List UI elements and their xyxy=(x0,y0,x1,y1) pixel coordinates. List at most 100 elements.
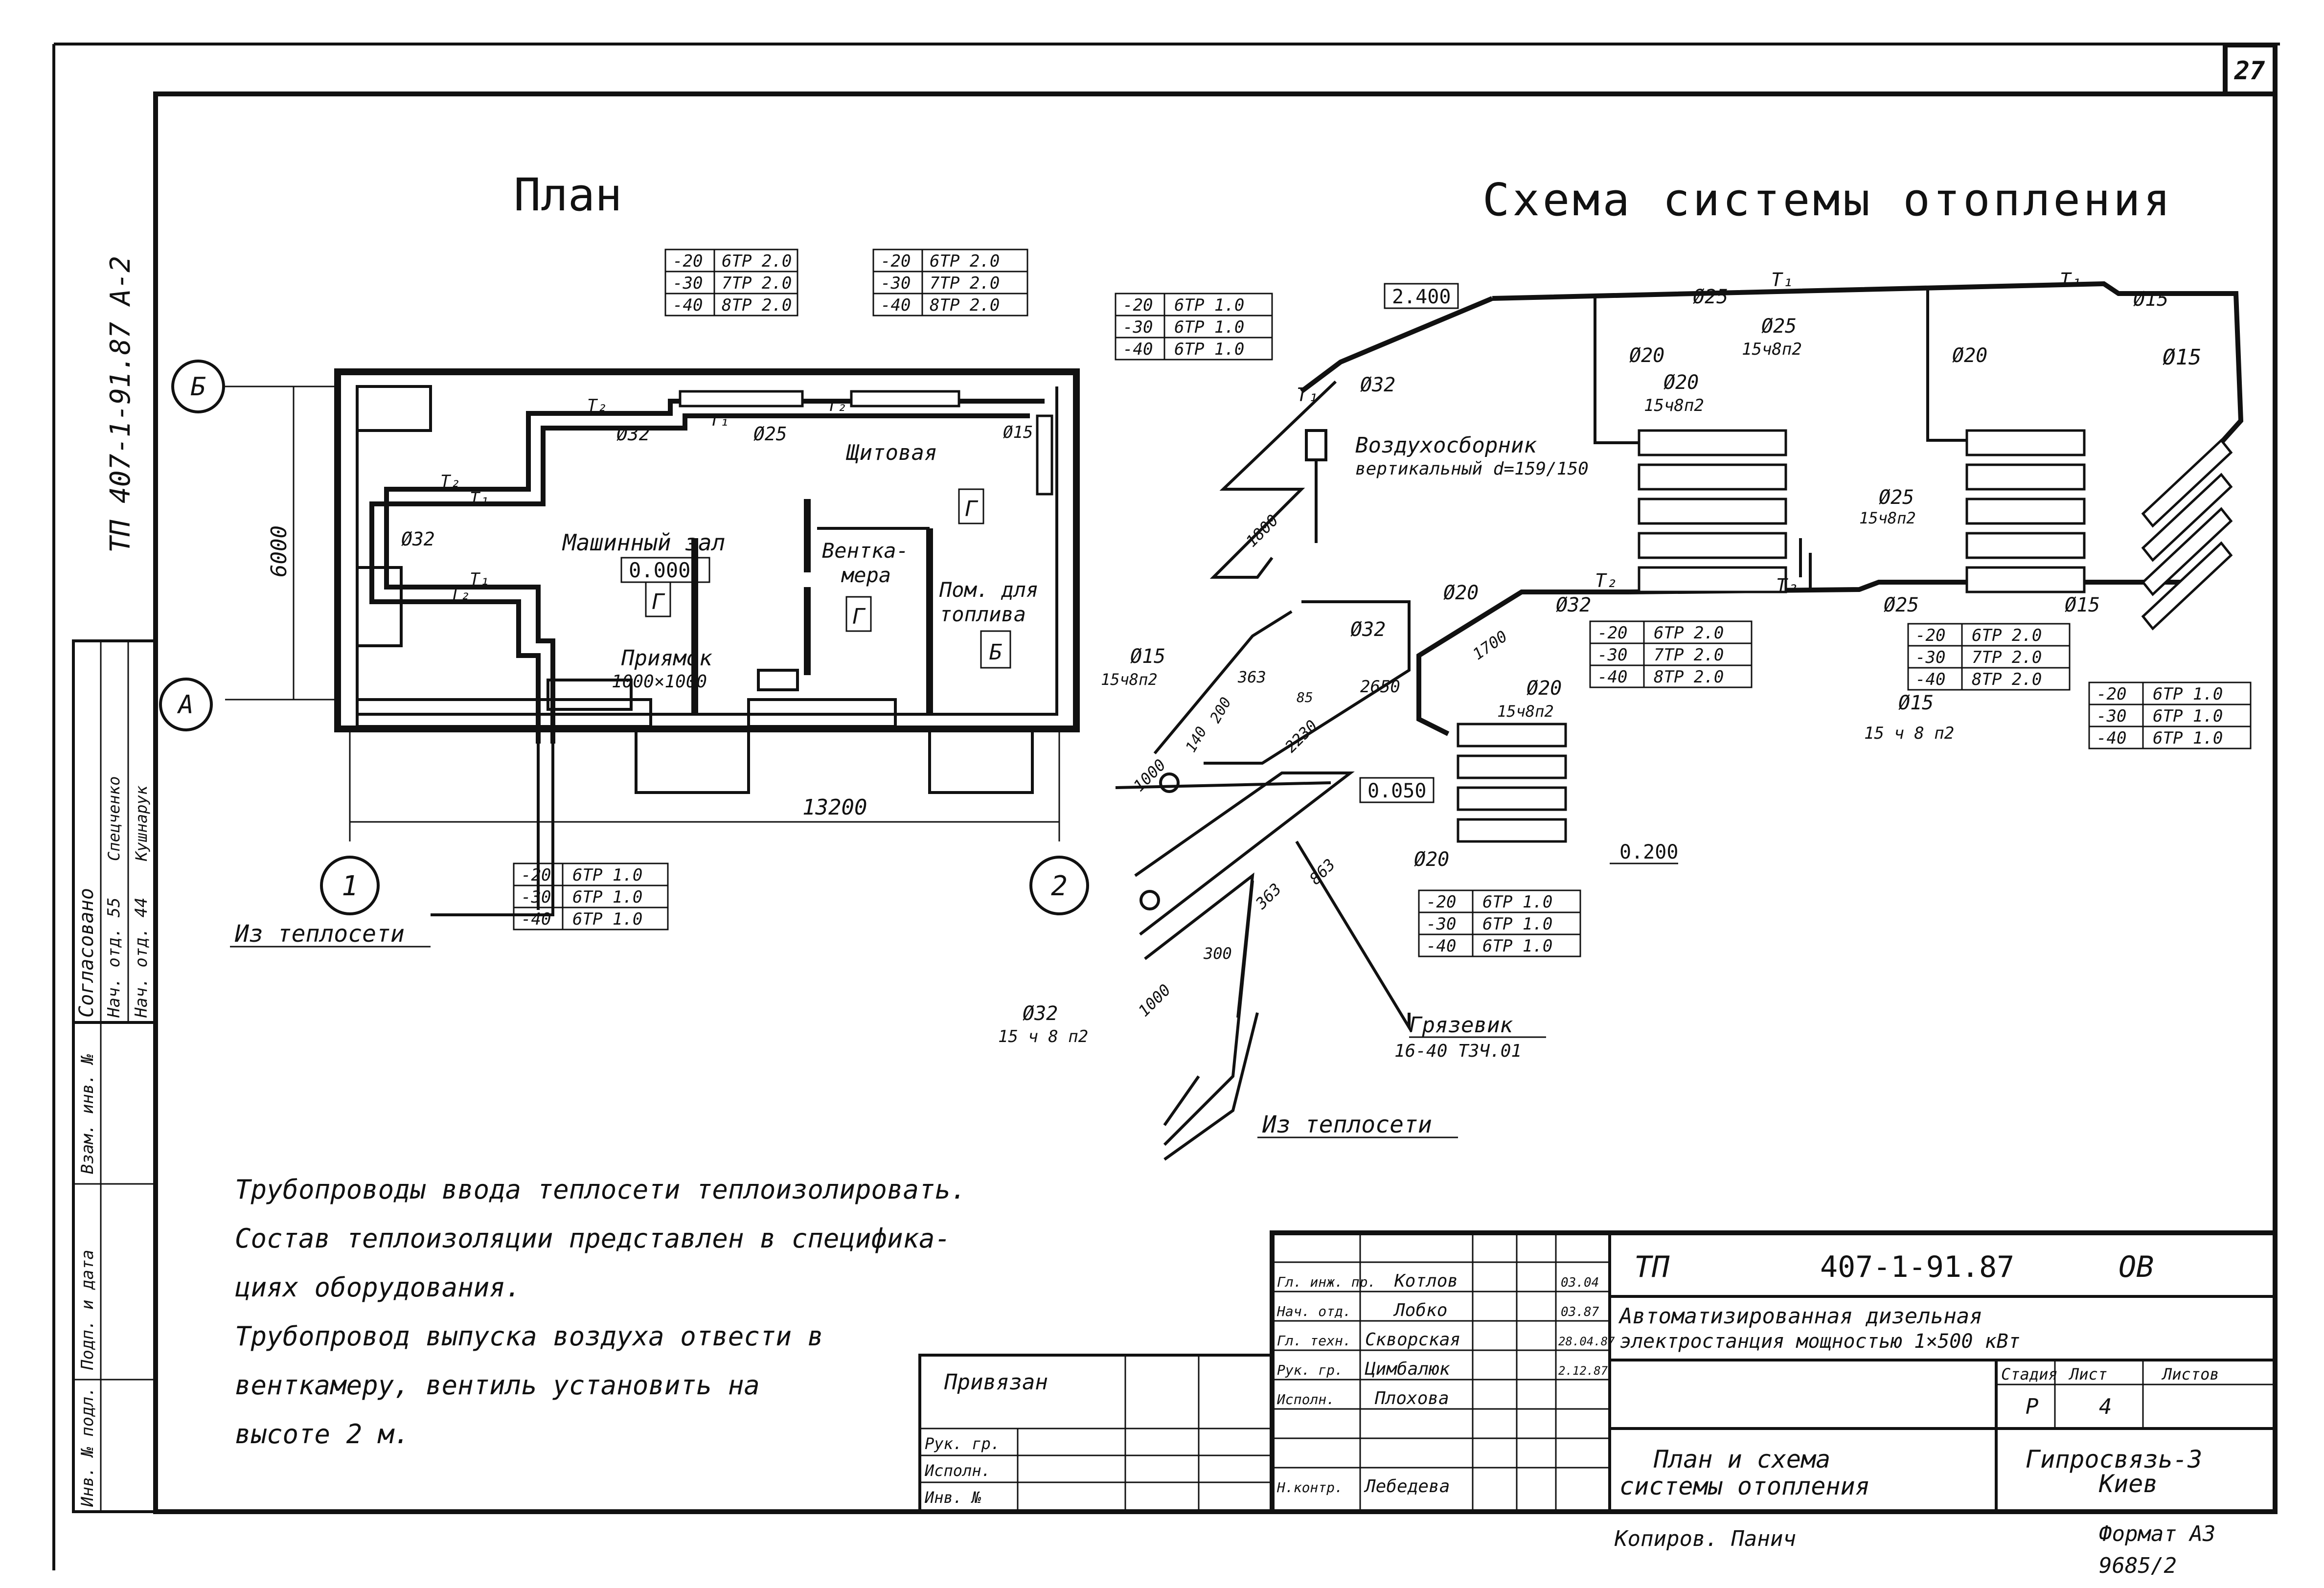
scheme-d20-e: Ø20 xyxy=(1527,677,1562,700)
plan-t3-r2-c1: -30 xyxy=(521,887,551,907)
scheme-s2-r3-c1: -40 xyxy=(1597,667,1627,687)
plan-label-t2-top: Т₂ xyxy=(587,396,607,415)
plan-d15-top: Ø15 xyxy=(1003,423,1033,442)
tb-role-3: Гл. техн. xyxy=(1277,1333,1351,1349)
scheme-t1-c: Т₁ xyxy=(1297,384,1319,406)
tb-code: ТП xyxy=(1634,1250,1670,1284)
tb-project-1: Автоматизированная дизельная xyxy=(1618,1304,1982,1329)
scheme-radiator-3 xyxy=(2141,438,2233,631)
tb-sheet-title-2: системы отопления xyxy=(1619,1472,1870,1500)
note-line-4: Трубопровод выпуска воздуха отвести в xyxy=(235,1321,823,1352)
plan-t2-r2-c1: -30 xyxy=(881,273,911,293)
scheme-dim-363a: 363 xyxy=(1237,668,1266,686)
tb-copied: Копиров. Панич xyxy=(1614,1526,1796,1551)
title-block xyxy=(918,1230,2278,1514)
plan-t3-r1-c2: 6ТР 1.0 xyxy=(572,865,642,885)
tb-date-1: 03.04 xyxy=(1561,1275,1599,1290)
tb-role-5: Исполн. xyxy=(1276,1391,1335,1407)
scheme-s5-r1-c1: -20 xyxy=(1426,892,1456,912)
note-line-1: Трубопроводы ввода теплосети теплоизолир… xyxy=(235,1174,967,1205)
plan-t2-r1-c2: 6ТР 2.0 xyxy=(930,251,1000,271)
plan-t1-r2-c1: -30 xyxy=(673,273,703,293)
scheme-valve-b: 15ч8п2 xyxy=(1644,396,1704,415)
plan-table-t3 xyxy=(513,862,669,930)
approval-agreed: Согласовано xyxy=(75,888,98,1018)
scheme-s4-r3-c2: 6ТР 1.0 xyxy=(2153,728,2223,748)
tb-name-5: Плохова xyxy=(1374,1388,1449,1408)
plan-t2-r2-c2: 7ТР 2.0 xyxy=(930,273,1000,293)
scheme-dim-1800: 1800 xyxy=(1242,511,1282,550)
scheme-d20-b: Ø20 xyxy=(1663,371,1699,394)
tb-role-4: Рук. гр. xyxy=(1277,1362,1343,1378)
note-line-3: циях оборудования. xyxy=(235,1272,521,1303)
plan-label-t1-top: Т₁ xyxy=(709,410,729,430)
scheme-d15-c: Ø15 xyxy=(2065,594,2100,616)
side-code: ТП 407-1-91.87 А-2 xyxy=(105,256,137,553)
axis-bubble-2 xyxy=(1029,856,1089,915)
tb-format: Формат А3 xyxy=(2099,1521,2215,1546)
plan-table-t1 xyxy=(664,249,798,317)
scheme-table-s5 xyxy=(1418,889,1581,957)
plan-room-fuel-1: Пом. для xyxy=(939,578,1038,602)
tb-stage-label: Стадия xyxy=(2001,1365,2058,1384)
tb-name-3: Скворская xyxy=(1365,1330,1460,1350)
scheme-drawing xyxy=(1115,281,2244,1161)
plan-dim-width: 13200 xyxy=(802,795,867,820)
scheme-d15-b: Ø15 xyxy=(2163,345,2201,370)
scheme-d25-a: Ø25 xyxy=(1693,286,1728,308)
scheme-s1-r1-c1: -20 xyxy=(1123,295,1153,315)
scheme-t1-b: Т₁ xyxy=(2060,269,2082,291)
plan-t1-r1-c2: 6ТР 2.0 xyxy=(722,251,792,271)
scheme-level-0050: 0.050 xyxy=(1367,780,1426,802)
tb-name-1: Котлов xyxy=(1394,1271,1458,1291)
scheme-s2-r1-c1: -20 xyxy=(1597,623,1627,643)
plan-mark-g-1: Г xyxy=(652,590,665,614)
axis-label-1: 1 xyxy=(342,870,358,902)
tb-date-3: 28.04.87 xyxy=(1558,1335,1615,1348)
tb-date-2: 03.87 xyxy=(1561,1305,1599,1319)
pressure-gauge-icon xyxy=(1159,772,1180,793)
tb-archive: 9685/2 xyxy=(2099,1553,2177,1578)
scheme-valve-d: 15ч8п2 xyxy=(1497,702,1554,721)
approval-col2: Нач. отд. 44 xyxy=(132,897,151,1018)
scheme-mud-2: 16-40 ТЗЧ.01 xyxy=(1394,1041,1522,1061)
plan-table-t2 xyxy=(872,249,1028,317)
scheme-d25-c: Ø25 xyxy=(1879,486,1914,509)
scheme-d20-f: Ø20 xyxy=(1414,848,1449,871)
tb-org-2: Киев xyxy=(2098,1470,2158,1498)
axis-bubble-b xyxy=(171,360,225,413)
scheme-table-s1 xyxy=(1115,293,1273,361)
scheme-level-0200: 0.200 xyxy=(1619,841,1678,863)
tb-bind-role-3: Инв. № xyxy=(924,1488,981,1507)
plan-label-t1-left: Т₁ xyxy=(470,489,490,508)
plan-mark-g-2: Г xyxy=(852,604,866,629)
plan-t3-r3-c2: 6ТР 1.0 xyxy=(572,909,642,929)
plan-dim-height: 6000 xyxy=(267,525,292,577)
approval-sign-date: Подп. и дата xyxy=(78,1249,97,1370)
plan-room-machine: Машинный зал xyxy=(562,529,725,556)
scheme-s2-r1-c2: 6ТР 2.0 xyxy=(1654,623,1724,643)
plan-mark-g-3: Г xyxy=(965,497,979,522)
scheme-dim-2230: 2230 xyxy=(1281,716,1321,756)
scheme-d20-d: Ø20 xyxy=(1443,582,1479,604)
scheme-dim-1000b: 1000 xyxy=(1135,980,1174,1020)
scheme-s5-r3-c1: -40 xyxy=(1426,936,1456,956)
scheme-radiator-2 xyxy=(1965,429,2086,593)
axis-label-2: 2 xyxy=(1051,870,1068,902)
scheme-valve-c: 15ч8п2 xyxy=(1859,509,1916,527)
scheme-s3-r1-c2: 6ТР 2.0 xyxy=(1972,626,2042,645)
scheme-d25-b: Ø25 xyxy=(1761,315,1797,338)
plan-room-shield: Щитовая xyxy=(845,440,937,465)
note-line-6: высоте 2 м. xyxy=(235,1419,410,1450)
scheme-d25-d: Ø25 xyxy=(1884,594,1919,616)
plan-t1-r3-c2: 8ТР 2.0 xyxy=(722,295,792,315)
scheme-d20-a: Ø20 xyxy=(1629,344,1664,367)
approval-col1: Нач. отд. 55 xyxy=(104,897,124,1018)
scheme-dim-363b: 363 xyxy=(1252,880,1285,913)
tb-org-1: Гипросвязь-3 xyxy=(2026,1445,2202,1474)
plan-d32-top: Ø32 xyxy=(616,423,650,445)
scheme-s4-r2-c1: -30 xyxy=(2096,706,2126,726)
scheme-t1-a: Т₁ xyxy=(1771,269,1794,291)
pressure-gauge-icon-2 xyxy=(1139,890,1160,910)
scheme-s1-r2-c2: 6ТР 1.0 xyxy=(1174,318,1244,337)
